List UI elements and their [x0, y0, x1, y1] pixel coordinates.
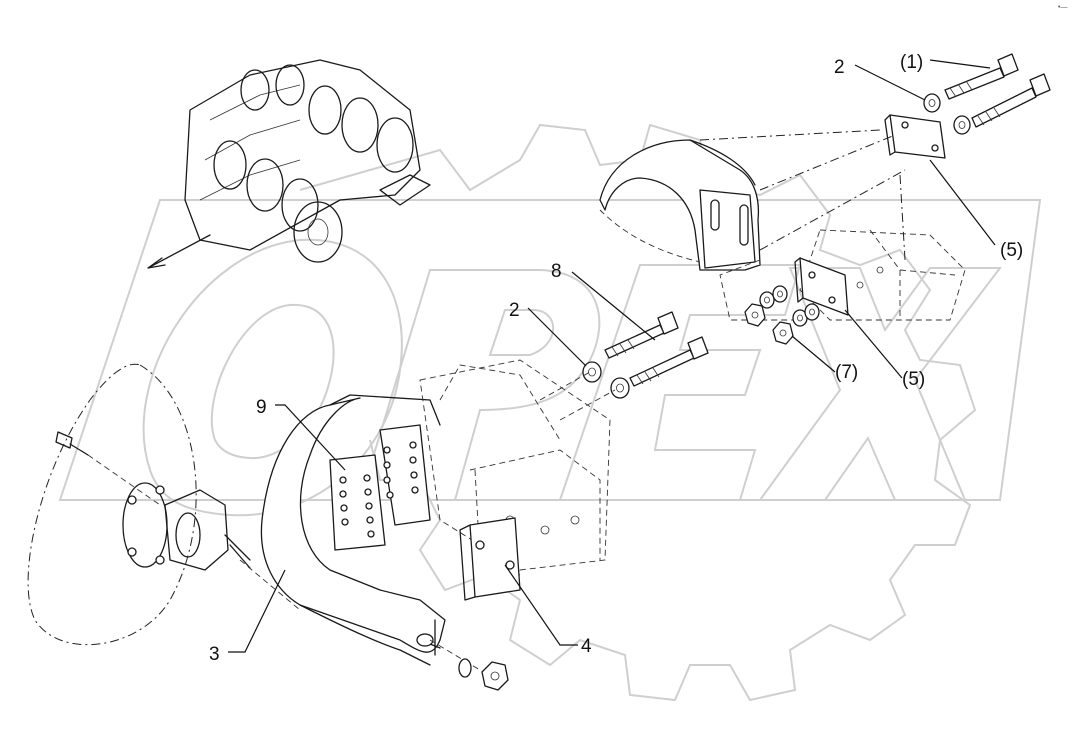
clamp-plate-4	[429, 517, 521, 691]
callout-5-lower: (5)	[902, 369, 925, 390]
washers-2-middle	[539, 361, 630, 421]
callout-9: 9	[256, 397, 267, 418]
hex-nut	[481, 661, 509, 691]
callout-2-upper: 2	[834, 57, 845, 78]
mounting-plate-9	[329, 454, 386, 551]
leader-2-middle	[527, 307, 587, 367]
leader-lines	[228, 59, 996, 653]
callout-7: (7)	[835, 362, 858, 383]
harrow-overview	[147, 59, 431, 269]
leader-5-lower	[844, 309, 903, 379]
hub-bolt	[55, 431, 89, 456]
callout-2-middle: 2	[509, 300, 520, 321]
watermark-gear-outline	[299, 123, 977, 702]
leader-4	[504, 564, 578, 646]
bolts-1	[944, 53, 1051, 128]
travel-direction-arrow	[147, 234, 211, 269]
leader-3	[228, 569, 286, 653]
washers-2-upper	[923, 93, 971, 135]
callout-1: (1)	[900, 52, 923, 73]
scraper-blade-left	[260, 394, 446, 666]
plate-5-upper	[884, 114, 946, 159]
plate-5-lower	[794, 257, 849, 316]
watermark-letter-x	[758, 267, 1003, 501]
leader-1	[929, 59, 991, 69]
leader-7	[791, 335, 836, 373]
callout-4: 4	[581, 636, 592, 657]
leader-2-upper	[854, 64, 926, 101]
disc-hub-assembly	[27, 363, 301, 646]
nuts-washers-7	[744, 285, 820, 345]
disc-outline	[27, 363, 197, 646]
corner-mark: •—	[1058, 4, 1067, 11]
bolts-8	[604, 311, 709, 387]
frame-section-right	[699, 129, 966, 321]
hub-body	[164, 489, 229, 571]
watermark-frame	[58, 199, 1042, 501]
leader-8	[571, 271, 656, 341]
callout-3: 3	[209, 644, 220, 665]
opex-watermark	[58, 123, 1042, 702]
callout-5-upper: (5)	[1000, 240, 1023, 261]
callout-8: 8	[551, 261, 562, 282]
leader-9	[275, 404, 346, 471]
scraper-blade-upper	[599, 139, 761, 271]
lock-washer	[458, 658, 472, 678]
watermark-letter-p	[358, 269, 601, 501]
leader-5-upper	[929, 159, 996, 246]
